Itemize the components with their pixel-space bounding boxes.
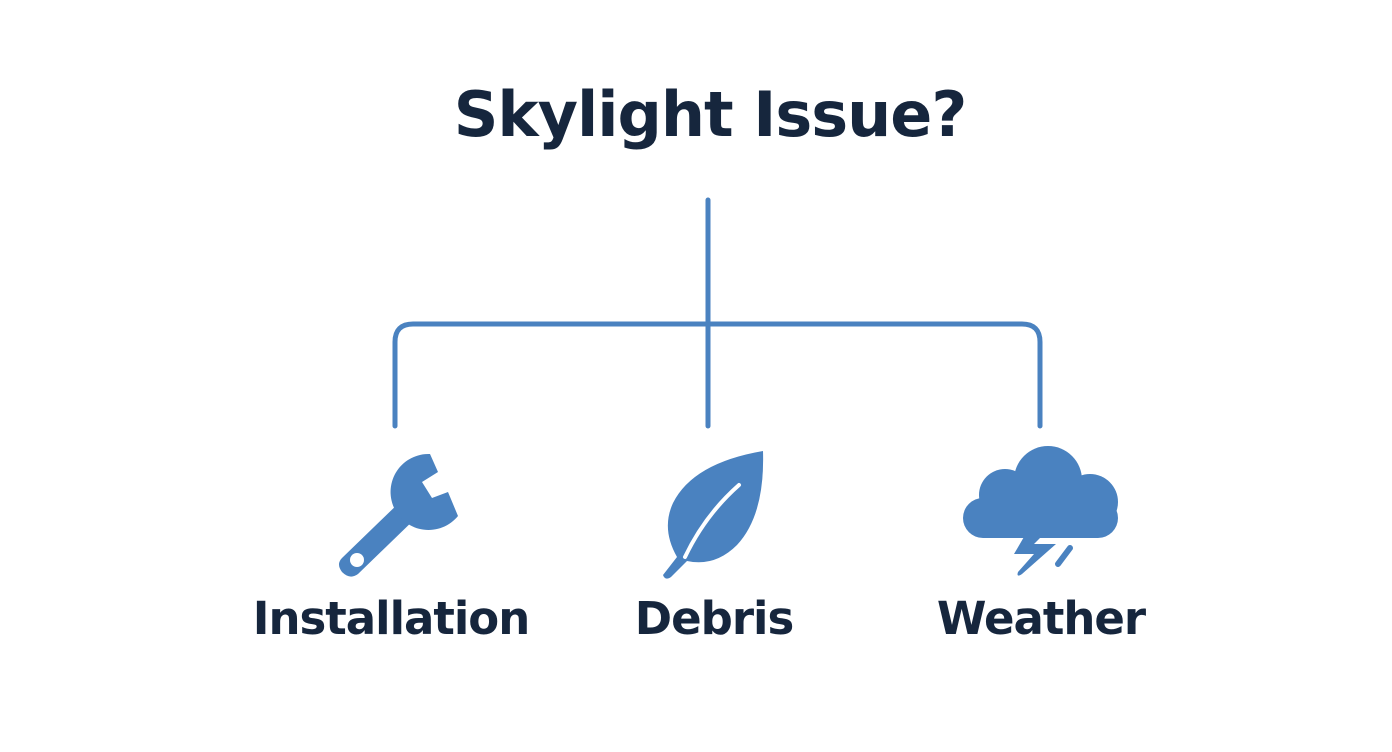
- branch-label-installation: Installation: [252, 592, 531, 645]
- branch-bracket: [392, 321, 1043, 429]
- branch-label-weather: Weather: [936, 592, 1146, 645]
- wrench-icon: [330, 440, 470, 580]
- branch-label-debris: Debris: [634, 592, 795, 645]
- leaf-icon: [655, 445, 775, 580]
- diagram-title: Skylight Issue?: [453, 78, 968, 151]
- storm-cloud-icon: [960, 440, 1125, 585]
